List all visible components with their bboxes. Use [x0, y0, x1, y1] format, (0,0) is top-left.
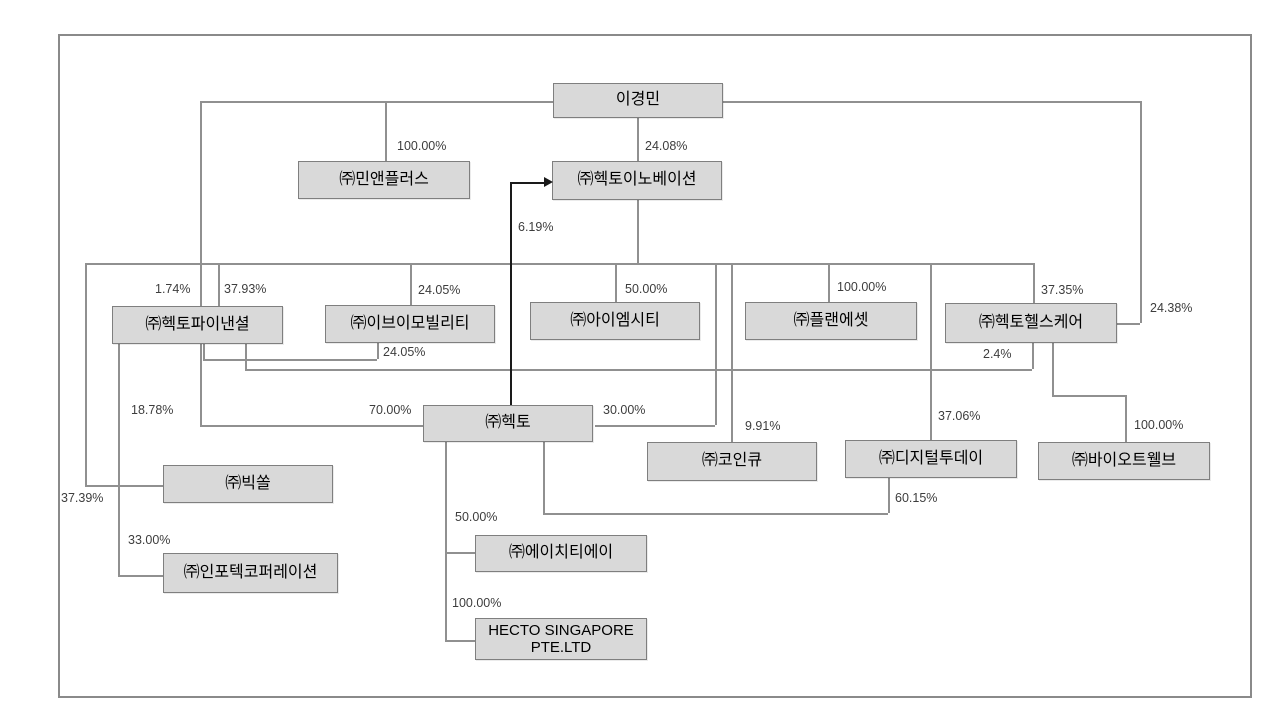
company-name: HECTO SINGAPORE PTE.LTD — [488, 621, 634, 656]
connector-line — [615, 263, 617, 302]
connector-line — [1052, 395, 1125, 397]
ownership-percentage-label: 60.15% — [895, 491, 938, 505]
connector-line — [1032, 343, 1034, 369]
ownership-percentage-label: 24.05% — [418, 283, 461, 297]
ownership-percentage-label: 50.00% — [625, 282, 668, 296]
connector-line — [1052, 343, 1054, 395]
connector-line — [118, 344, 120, 575]
ownership-percentage-label: 24.38% — [1150, 301, 1193, 315]
company-box-coinq[interactable]: ㈜코인큐 — [647, 442, 817, 481]
connector-line — [377, 343, 379, 359]
company-name: ㈜헥토파이낸셜 — [145, 315, 250, 333]
connector-line — [85, 263, 1033, 265]
ownership-percentage-label: 100.00% — [1134, 418, 1184, 432]
connector-line — [828, 263, 830, 302]
connector-line — [203, 359, 377, 361]
connector-line — [715, 263, 717, 425]
connector-line — [200, 101, 202, 306]
company-box-hecto-innovation[interactable]: ㈜헥토이노베이션 — [552, 161, 722, 200]
ownership-percentage-label: 2.4% — [983, 347, 1012, 361]
connector-line — [245, 344, 247, 369]
company-box-htea[interactable]: ㈜에이치티에이 — [475, 535, 647, 572]
company-name: ㈜디지털투데이 — [878, 449, 984, 467]
connector-line — [200, 344, 202, 425]
connector-line — [723, 101, 1140, 103]
connector-line — [543, 513, 888, 515]
connector-line — [595, 425, 715, 427]
connector-line — [85, 263, 87, 485]
connector-line — [1033, 263, 1035, 303]
ownership-percentage-label: 37.93% — [224, 282, 267, 296]
company-box-planasset[interactable]: ㈜플랜에셋 — [745, 302, 917, 340]
company-name: ㈜헥토 — [485, 414, 531, 432]
ownership-percentage-label: 100.00% — [837, 280, 887, 294]
ownership-percentage-label: 50.00% — [455, 510, 498, 524]
company-box-ev-mobility[interactable]: ㈜이브이모빌리티 — [325, 305, 495, 343]
ownership-percentage-label: 37.06% — [938, 409, 981, 423]
company-box-bigsol[interactable]: ㈜빅쏠 — [163, 465, 333, 503]
connector-line — [200, 425, 423, 427]
connector-line — [930, 263, 932, 440]
company-name: ㈜헥토이노베이션 — [577, 171, 697, 189]
company-box-imcity[interactable]: ㈜아이엠시티 — [530, 302, 700, 340]
company-box-hecto[interactable]: ㈜헥토 — [423, 405, 593, 442]
connector-line — [637, 200, 639, 263]
connector-line — [510, 182, 544, 184]
connector-line — [118, 575, 163, 577]
company-box-digitaltoday[interactable]: ㈜디지털투데이 — [845, 440, 1017, 478]
chart-border-frame — [58, 34, 1252, 698]
company-box-biotwelve[interactable]: ㈜바이오트웰브 — [1038, 442, 1210, 480]
company-box-hecto-financial[interactable]: ㈜헥토파이낸셜 — [112, 306, 283, 344]
ownership-percentage-label: 1.74% — [155, 282, 191, 296]
ownership-percentage-label: 33.00% — [128, 533, 171, 547]
company-name: 이경민 — [615, 91, 661, 109]
company-name: ㈜코인큐 — [701, 452, 763, 470]
company-name: ㈜빅쏠 — [225, 474, 271, 492]
ownership-percentage-label: 70.00% — [369, 403, 412, 417]
connector-line — [1125, 395, 1127, 442]
company-box-min-and-plus[interactable]: ㈜민앤플러스 — [298, 161, 470, 199]
connector-line — [385, 101, 387, 161]
arrow-head-icon — [544, 177, 553, 187]
company-name: ㈜플랜에셋 — [793, 311, 869, 329]
ownership-percentage-label: 37.35% — [1041, 283, 1084, 297]
connector-line — [218, 263, 220, 306]
connector-line — [445, 552, 475, 554]
company-name: ㈜헥토헬스케어 — [978, 313, 1084, 331]
connector-line — [445, 441, 447, 640]
company-name: ㈜이브이모빌리티 — [350, 314, 470, 332]
ownership-percentage-label: 18.78% — [131, 403, 174, 417]
ownership-percentage-label: 37.39% — [61, 491, 104, 505]
connector-line — [1117, 323, 1140, 325]
ownership-percentage-label: 24.05% — [383, 345, 426, 359]
connector-line — [510, 182, 512, 406]
company-box-hecto-singapore[interactable]: HECTO SINGAPORE PTE.LTD — [475, 618, 647, 660]
company-box-hecto-healthcare[interactable]: ㈜헥토헬스케어 — [945, 303, 1117, 343]
connector-line — [203, 344, 205, 359]
company-name: ㈜아이엠시티 — [570, 311, 660, 329]
connector-line — [731, 263, 733, 442]
ownership-percentage-label: 100.00% — [397, 139, 447, 153]
connector-line — [1140, 101, 1142, 323]
connector-line — [85, 485, 163, 487]
ownership-percentage-label: 6.19% — [518, 220, 554, 234]
company-name: ㈜인포텍코퍼레이션 — [183, 563, 318, 581]
ownership-percentage-label: 9.91% — [745, 419, 781, 433]
connector-line — [245, 369, 1032, 371]
company-name: ㈜바이오트웰브 — [1071, 451, 1177, 469]
company-name: ㈜민앤플러스 — [339, 170, 429, 188]
connector-line — [543, 441, 545, 513]
connector-line — [445, 640, 475, 642]
ownership-percentage-label: 100.00% — [452, 596, 502, 610]
company-name: ㈜에이치티에이 — [508, 544, 614, 562]
ownership-percentage-label: 30.00% — [603, 403, 646, 417]
connector-line — [888, 478, 890, 513]
connector-line — [637, 118, 639, 161]
company-box-lee-kyung-min[interactable]: 이경민 — [553, 83, 723, 118]
company-box-infotech-corporation[interactable]: ㈜인포텍코퍼레이션 — [163, 553, 338, 593]
ownership-percentage-label: 24.08% — [645, 139, 688, 153]
connector-line — [200, 101, 553, 103]
connector-line — [410, 263, 412, 305]
